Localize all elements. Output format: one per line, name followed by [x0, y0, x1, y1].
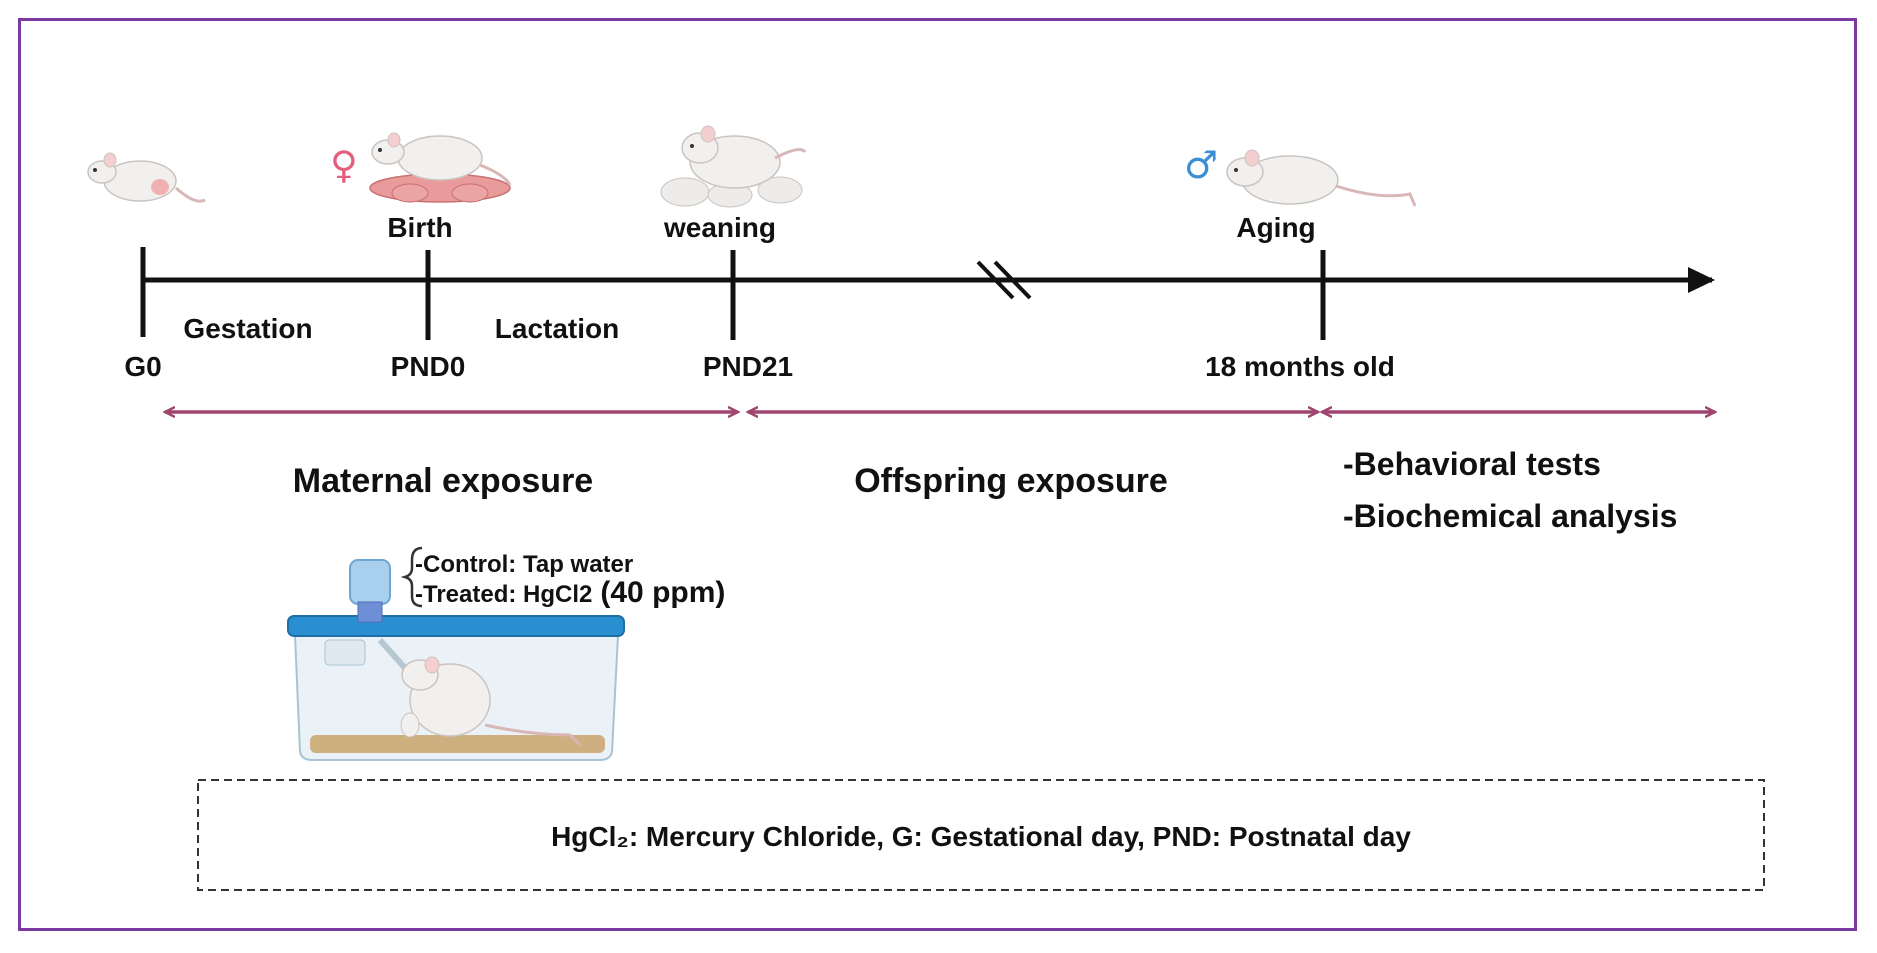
tick-label-pnd21: PND21 [703, 351, 793, 382]
biochemical-analysis-label: -Biochemical analysis [1343, 498, 1677, 534]
timeline-break-mark [976, 260, 1032, 300]
mother-mouse-with-pups-icon [369, 132, 512, 203]
female-symbol: ♀ [330, 143, 358, 187]
tick-label-weaning: weaning [663, 212, 776, 243]
abbreviation-legend-box [197, 779, 1765, 891]
tick-label-g0: G0 [124, 351, 161, 382]
tick-label-18-months: 18 months old [1205, 351, 1395, 382]
tick-label-aging: Aging [1236, 212, 1315, 243]
maternal-exposure-label: Maternal exposure [293, 462, 593, 500]
tick-label-pnd0: PND0 [391, 351, 466, 382]
pregnant-mouse-icon [87, 152, 206, 203]
interval-label-gestation: Gestation [183, 313, 312, 344]
weaning-mouse-icon [660, 125, 807, 208]
abbreviation-legend-text: HgCl₂: Mercury Chloride, G: Gestational … [551, 821, 1411, 852]
behavioral-tests-label: -Behavioral tests [1343, 446, 1601, 482]
aging-male-mouse-icon [1226, 149, 1417, 207]
treatment-brace [400, 546, 423, 608]
mouse-cage-with-water-bottle-icon [287, 559, 625, 761]
tick-label-birth: Birth [387, 212, 452, 243]
offspring-exposure-label: Offspring exposure [854, 462, 1168, 500]
treated-group-label: -Treated: HgCl2(40 ppm) [415, 576, 725, 609]
figure-frame [18, 18, 1857, 931]
male-symbol: ♂ [1184, 143, 1218, 187]
timeline-arrowhead [1688, 267, 1715, 293]
interval-label-lactation: Lactation [495, 313, 619, 344]
control-group-label: -Control: Tap water [415, 551, 633, 578]
